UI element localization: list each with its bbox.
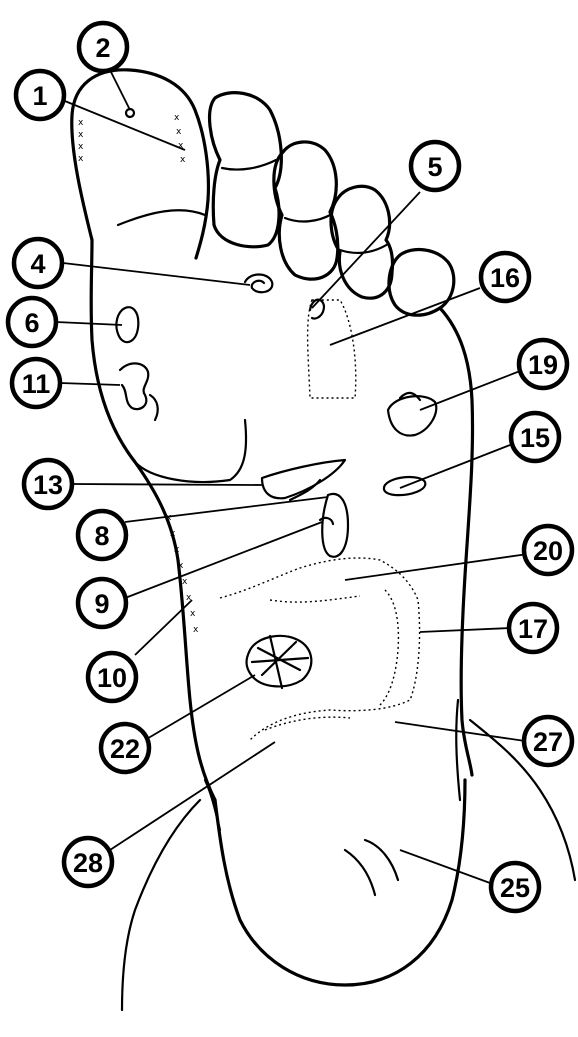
- svg-text:x: x: [78, 130, 84, 140]
- label-1: 1: [16, 71, 64, 119]
- zone-8-9-mark: [322, 494, 348, 557]
- svg-text:x: x: [78, 142, 84, 152]
- zone-22-mark: [247, 636, 312, 688]
- label-5: 5: [411, 142, 459, 190]
- zone-11-mark-b: [150, 395, 158, 420]
- label-9: 9: [78, 579, 126, 627]
- svg-text:x: x: [170, 529, 176, 539]
- label-16-text: 16: [490, 263, 520, 293]
- label-9-text: 9: [94, 589, 109, 619]
- zone-17-border: [380, 590, 398, 705]
- label-11-text: 11: [22, 369, 51, 399]
- number-labels: 1 2 4 5 6 8 9 10 11 13 15 16 17 19 20 22…: [8, 23, 572, 911]
- label-22-text: 22: [110, 734, 140, 764]
- label-13-text: 13: [33, 470, 63, 500]
- label-6-text: 6: [24, 308, 39, 338]
- svg-text:x: x: [190, 609, 196, 619]
- label-10: 10: [88, 653, 136, 701]
- reflex-zones: xx xx xx xx xx xx xx xx: [78, 109, 436, 740]
- label-1-text: 1: [32, 81, 47, 111]
- svg-text:x: x: [180, 155, 186, 165]
- label-19: 19: [519, 340, 567, 388]
- label-17: 17: [509, 604, 557, 652]
- label-27-text: 27: [533, 727, 563, 757]
- label-25-text: 25: [500, 873, 530, 903]
- label-25: 25: [491, 863, 539, 911]
- label-5-text: 5: [427, 152, 442, 182]
- label-28-text: 28: [73, 848, 103, 878]
- label-19-text: 19: [528, 350, 558, 380]
- label-13: 13: [24, 460, 72, 508]
- label-27: 27: [524, 717, 572, 765]
- label-2: 2: [79, 23, 127, 71]
- label-10-text: 10: [97, 663, 127, 693]
- label-17-text: 17: [518, 614, 548, 644]
- label-22: 22: [101, 724, 149, 772]
- label-16: 16: [481, 253, 529, 301]
- label-20-text: 20: [533, 536, 563, 566]
- svg-text:x: x: [182, 577, 188, 587]
- svg-text:x: x: [78, 118, 84, 128]
- svg-text:x: x: [166, 513, 172, 523]
- svg-text:x: x: [174, 113, 180, 123]
- zone-19-mark: [388, 396, 436, 435]
- zone-28-area: [265, 717, 350, 730]
- label-4: 4: [14, 239, 62, 287]
- label-11: 11: [12, 359, 60, 407]
- label-8-text: 8: [94, 521, 109, 551]
- zone-16-area: [308, 300, 356, 398]
- svg-text:x: x: [193, 625, 199, 635]
- label-8: 8: [78, 511, 126, 559]
- svg-text:x: x: [178, 561, 184, 571]
- label-4-text: 4: [30, 249, 45, 279]
- label-20: 20: [524, 526, 572, 574]
- label-2-text: 2: [95, 33, 110, 63]
- zone-4-mark: [245, 275, 272, 293]
- zone-2-mark: [126, 109, 134, 117]
- svg-text:x: x: [176, 127, 182, 137]
- label-6: 6: [8, 298, 56, 346]
- svg-text:x: x: [78, 154, 84, 164]
- label-28: 28: [64, 838, 112, 886]
- zone-11-mark: [120, 363, 148, 409]
- label-15: 15: [511, 413, 559, 461]
- label-15-text: 15: [520, 423, 550, 453]
- svg-text:x: x: [174, 545, 180, 555]
